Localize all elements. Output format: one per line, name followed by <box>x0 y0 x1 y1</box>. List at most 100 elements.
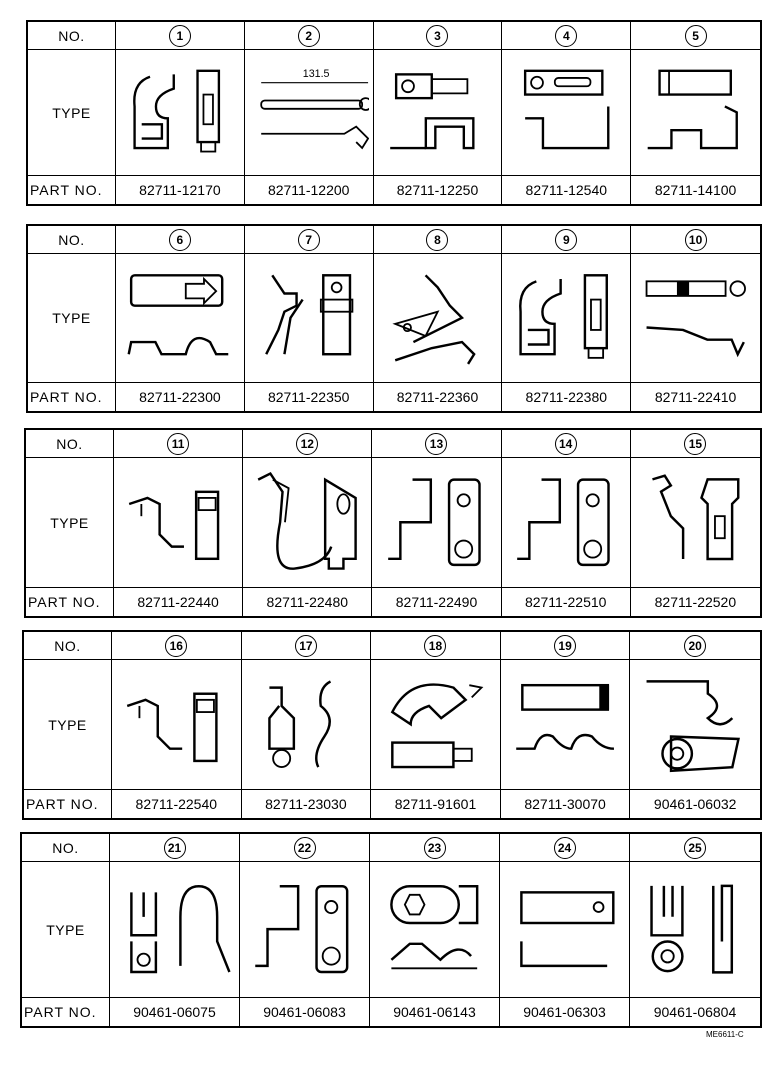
item-number-cell: 10 <box>631 226 760 254</box>
type-cell <box>241 660 372 790</box>
type-cell <box>630 862 760 998</box>
item-number-cell: 14 <box>501 430 631 458</box>
part-number: 82711-12200 <box>245 176 374 204</box>
saddle-clip-icon <box>516 684 615 751</box>
j-hook-clip-icon <box>258 472 358 570</box>
bracket-clip-icon <box>389 73 475 150</box>
item-number: 2 <box>297 24 320 47</box>
item-number: 22 <box>293 836 316 859</box>
wire-clip-hook-icon <box>518 274 608 359</box>
type-label: TYPE <box>28 254 116 383</box>
item-number: 7 <box>297 228 320 251</box>
part-number: 82711-22510 <box>502 588 631 616</box>
part-number: 82711-30070 <box>501 790 631 818</box>
item-number: 23 <box>423 836 446 859</box>
item-number-cell: 2 <box>244 22 374 50</box>
slot-bracket-icon <box>523 69 610 150</box>
item-number-cell: 3 <box>373 22 503 50</box>
cable-tie-icon: 131.5 <box>260 68 370 150</box>
z-bracket-icon <box>255 885 349 974</box>
part-number: 82711-22360 <box>374 383 503 411</box>
type-cell <box>500 660 631 790</box>
item-number-cell: 13 <box>372 430 502 458</box>
item-number: 25 <box>684 836 706 859</box>
z-bracket-icon <box>516 478 610 567</box>
edge-clip-icon <box>648 69 739 150</box>
wire-clip-hook-icon <box>133 69 221 153</box>
item-number-cell: 24 <box>500 834 630 862</box>
type-cell <box>630 660 760 790</box>
part-number: 82711-22480 <box>243 588 373 616</box>
part-number: 82711-22380 <box>502 383 632 411</box>
spring-clip-icon <box>652 474 740 561</box>
part-number: 90461-06303 <box>500 998 630 1026</box>
type-cell <box>116 254 245 383</box>
part-number: 82711-12170 <box>116 176 245 204</box>
part-number: 82711-14100 <box>654 182 737 198</box>
item-number-cell: 6 <box>116 226 245 254</box>
item-number-cell: 1 <box>116 22 245 50</box>
part-number: 82711-23030 <box>242 790 372 818</box>
type-cell <box>631 50 760 176</box>
type-cell <box>502 254 632 383</box>
item-number-cell: 5 <box>631 22 760 50</box>
push-clip-icon <box>391 683 484 769</box>
type-cell <box>243 458 373 588</box>
type-cell <box>373 50 503 176</box>
type-cell <box>372 458 502 588</box>
ring-clip-icon <box>646 680 740 773</box>
stand-clip-icon <box>265 274 354 356</box>
item-number-cell: 16 <box>112 632 242 660</box>
item-number-cell: 19 <box>500 632 631 660</box>
strip-clip-icon <box>646 280 747 358</box>
part-no-label: PART NO. <box>24 790 112 818</box>
type-label: TYPE <box>28 50 116 176</box>
type-cell: 131.5 <box>244 50 374 176</box>
item-number: 21 <box>163 836 186 859</box>
item-number: 11 <box>167 432 190 455</box>
part-number: 82711-12250 <box>374 176 503 204</box>
no-label: NO. <box>24 632 112 660</box>
item-number: 15 <box>684 432 707 455</box>
part-number: 90461-06032 <box>653 796 737 812</box>
item-number: 1 <box>168 24 191 47</box>
type-cell <box>240 862 370 998</box>
item-number: 14 <box>554 432 577 455</box>
item-number: 19 <box>554 634 577 657</box>
item-number: 3 <box>426 24 449 47</box>
item-number-cell: 11 <box>114 430 244 458</box>
part-number: 82711-22440 <box>114 588 244 616</box>
item-number: 20 <box>684 634 707 657</box>
part-no-label: PART NO. <box>28 383 116 411</box>
part-number: 82711-22490 <box>372 588 502 616</box>
item-number: 8 <box>426 228 449 251</box>
eye-clip-icon <box>268 680 331 769</box>
type-cell <box>371 660 501 790</box>
item-number-cell: 15 <box>630 430 760 458</box>
item-number: 6 <box>168 228 191 251</box>
part-number: 90461-06804 <box>653 1004 737 1020</box>
item-number: 4 <box>555 24 578 47</box>
fork-ring-clip-icon <box>650 885 734 974</box>
type-cell <box>112 660 242 790</box>
item-number-cell: 8 <box>373 226 503 254</box>
dimension-label: 131.5 <box>303 68 330 80</box>
type-cell <box>116 50 245 176</box>
angle-clip-icon <box>392 274 476 365</box>
type-label: TYPE <box>22 862 110 998</box>
item-number-cell: 7 <box>244 226 374 254</box>
u-hook-clip-icon <box>130 885 231 974</box>
item-number-cell: 23 <box>370 834 500 862</box>
item-number-cell: 25 <box>630 834 760 862</box>
part-number: 90461-06083 <box>240 998 370 1026</box>
item-number-cell: 4 <box>502 22 632 50</box>
type-cell <box>370 862 500 998</box>
item-number-cell: 9 <box>502 226 632 254</box>
no-label: NO. <box>26 430 114 458</box>
no-label: NO. <box>28 226 116 254</box>
item-number: 16 <box>165 634 188 657</box>
part-number: 90461-06075 <box>110 998 240 1026</box>
type-cell <box>114 458 244 588</box>
type-cell <box>630 458 760 588</box>
